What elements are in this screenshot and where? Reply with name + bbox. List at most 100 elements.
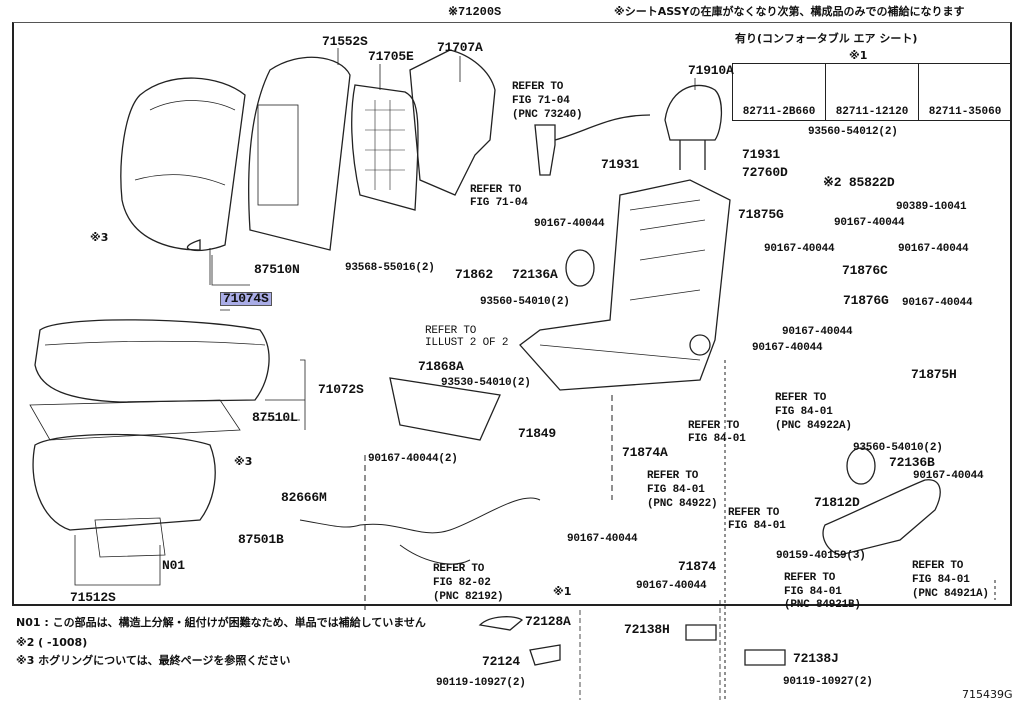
highlighted-part-71074S[interactable]: 71074S xyxy=(220,291,272,306)
refer-to: REFER TO xyxy=(425,325,477,337)
callout[interactable]: 71812D xyxy=(814,495,860,510)
assembly-number: ※71200S xyxy=(448,5,502,19)
cover-72124 xyxy=(529,644,561,666)
seat-cushion-pad xyxy=(32,433,216,531)
callout[interactable]: 71931 xyxy=(601,157,640,172)
callout[interactable]: 71875G xyxy=(738,207,784,222)
callout[interactable]: 71875H xyxy=(911,367,957,382)
callout[interactable]: 90389-10041 xyxy=(896,201,967,213)
seatback-cover xyxy=(120,77,246,252)
callout[interactable]: 71874A xyxy=(622,445,668,460)
refer-to: (PNC 84922) xyxy=(647,498,718,510)
refer-to: REFER TO xyxy=(470,184,522,196)
callout[interactable]: 90167-40044 xyxy=(534,218,605,230)
figure-id: 715439G xyxy=(962,688,1013,701)
callout[interactable]: 87510L xyxy=(252,410,298,425)
note-3: ※3 ホグリングについては、最終ページを参照ください xyxy=(16,654,291,667)
callout[interactable]: 72138J xyxy=(793,651,839,666)
refer-to: (PNC 73240) xyxy=(512,109,583,121)
callout[interactable]: ※2 85822D xyxy=(823,175,895,190)
refer-to[interactable]: FIG 84-01 xyxy=(647,484,705,496)
callout[interactable]: 93568-55016(2) xyxy=(345,262,435,274)
callout[interactable]: 71910A xyxy=(688,63,734,78)
callout[interactable]: 72136A xyxy=(512,267,558,282)
callout[interactable]: 71874 xyxy=(678,559,717,574)
callout[interactable]: 72138H xyxy=(624,622,670,637)
refer-to[interactable]: FIG 71-04 xyxy=(470,197,528,209)
refer-to[interactable]: FIG 84-01 xyxy=(784,586,842,598)
callout[interactable]: 90167-40044 xyxy=(898,243,969,255)
callout[interactable]: N01 xyxy=(162,558,185,573)
refer-to[interactable]: FIG 84-01 xyxy=(775,406,833,418)
callout[interactable]: 72760D xyxy=(742,165,788,180)
callout[interactable]: 71868A xyxy=(418,359,464,374)
part-number: 82711-35060 xyxy=(928,106,1002,118)
callout[interactable]: 90167-40044 xyxy=(636,580,707,592)
wire-harness xyxy=(299,497,541,565)
callout[interactable]: 90167-40044 xyxy=(902,297,973,309)
option-part[interactable]: 82711-2B660 xyxy=(733,64,826,120)
cover-72138J xyxy=(744,649,786,666)
refer-to: (PNC 84921A) xyxy=(912,588,989,600)
callout[interactable]: 71707A xyxy=(437,40,483,55)
refer-to[interactable]: FIG 84-01 xyxy=(912,574,970,586)
refer-to: REFER TO xyxy=(775,392,827,404)
callout[interactable]: 71552S xyxy=(322,34,368,49)
callout[interactable]: 71862 xyxy=(455,267,494,282)
refer-to[interactable]: FIG 71-04 xyxy=(512,95,570,107)
callout[interactable]: 72136B xyxy=(889,455,935,470)
callout[interactable]: 71512S xyxy=(70,590,116,605)
refer-to[interactable]: FIG 82-02 xyxy=(433,577,491,589)
callout[interactable]: 90167-40044 xyxy=(752,342,823,354)
callout[interactable]: 90167-40044 xyxy=(764,243,835,255)
seat-belt-buckle xyxy=(534,124,556,176)
callout[interactable]: 87510N xyxy=(254,262,300,277)
callout[interactable]: 90167-40044(2) xyxy=(368,453,458,465)
callout[interactable]: 82666M xyxy=(281,490,327,505)
side-shield-outer xyxy=(822,479,941,556)
callout[interactable]: 71931 xyxy=(742,147,781,162)
callout[interactable]: 71705E xyxy=(368,49,414,64)
cover-72136A xyxy=(565,249,595,287)
callout[interactable]: 71849 xyxy=(518,426,557,441)
callout[interactable]: 90167-40044 xyxy=(834,217,905,229)
callout[interactable]: 90167-40044 xyxy=(567,533,638,545)
cover-72136B xyxy=(846,447,876,485)
seat-cushion-cover xyxy=(34,319,270,403)
callout[interactable]: 93560-54010(2) xyxy=(853,442,943,454)
refer-to: REFER TO xyxy=(784,572,836,584)
note-marker: ※3 xyxy=(234,455,253,468)
refer-to[interactable]: FIG 84-01 xyxy=(688,433,746,445)
option-part[interactable]: 82711-35060 xyxy=(919,64,1011,120)
callout[interactable]: 90159-40159(3) xyxy=(776,550,866,562)
callout[interactable]: 71876G xyxy=(843,293,889,308)
callout[interactable]: 93560-54012(2) xyxy=(808,126,898,138)
refer-to: REFER TO xyxy=(728,507,780,519)
refer-to[interactable]: ILLUST 2 OF 2 xyxy=(425,337,509,349)
option-parts-box: 82711-2B660 82711-12120 82711-35060 xyxy=(732,63,1012,121)
seatback-pad xyxy=(248,56,351,251)
diagram-frame xyxy=(12,22,1012,606)
cover-72138H xyxy=(685,624,717,641)
callout[interactable]: 72128A xyxy=(525,614,571,629)
option-part[interactable]: 82711-12120 xyxy=(826,64,919,120)
refer-to: REFER TO xyxy=(512,81,564,93)
callout[interactable]: 90119-10927(2) xyxy=(783,676,873,688)
callout[interactable]: 90167-40044 xyxy=(913,470,984,482)
option-box-marker: ※1 xyxy=(849,49,868,62)
callout[interactable]: 93560-54010(2) xyxy=(480,296,570,308)
refer-to[interactable]: FIG 84-01 xyxy=(728,520,786,532)
refer-to: REFER TO xyxy=(688,420,740,432)
refer-to: (PNC 84922A) xyxy=(775,420,852,432)
callout[interactable]: 93530-54010(2) xyxy=(441,377,531,389)
note-2: ※2 ( -1008) xyxy=(16,636,88,649)
callout[interactable]: 90119-10927(2) xyxy=(436,677,526,689)
refer-to: REFER TO xyxy=(912,560,964,572)
callout[interactable]: 87501B xyxy=(238,532,284,547)
callout[interactable]: 71876C xyxy=(842,263,888,278)
callout[interactable]: 72124 xyxy=(482,654,521,669)
callout[interactable]: 71072S xyxy=(318,382,364,397)
callout[interactable]: 90167-40044 xyxy=(782,326,853,338)
refer-to: (PNC 82192) xyxy=(433,591,504,603)
